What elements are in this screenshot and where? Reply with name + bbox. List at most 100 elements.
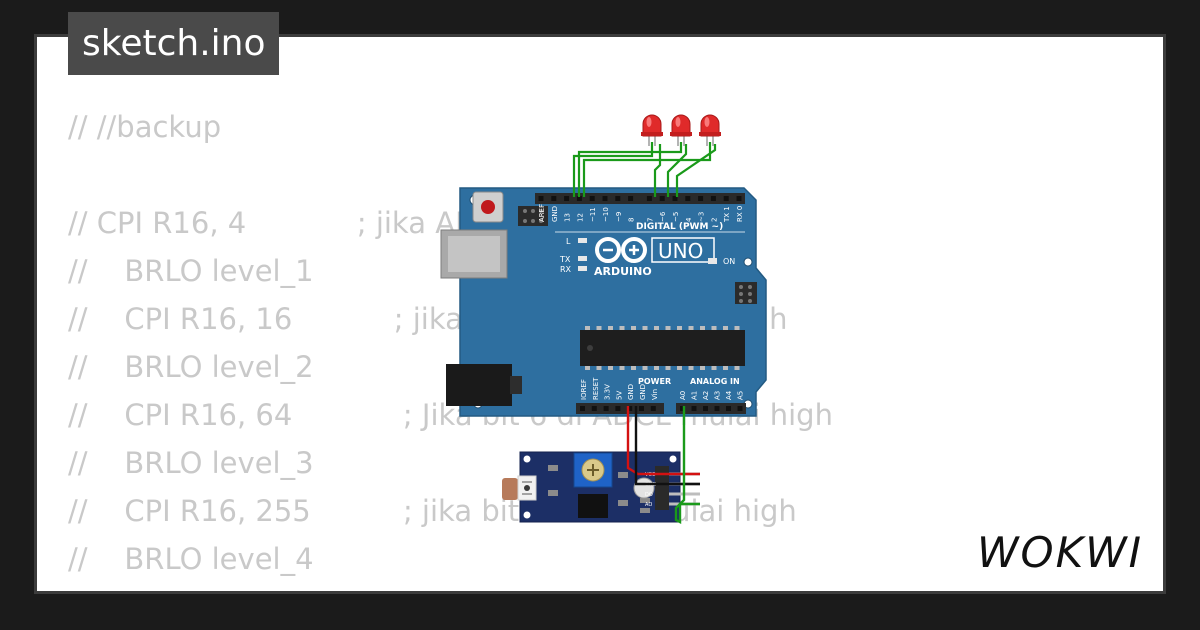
analog-pin-label: A3 bbox=[714, 391, 722, 400]
code-line: // BRLO level_4 bbox=[68, 542, 314, 576]
header-hole bbox=[659, 196, 665, 201]
digital-pin-label: 8 bbox=[628, 218, 636, 222]
digital-pin-label: GND bbox=[551, 206, 559, 222]
led-group bbox=[641, 114, 721, 146]
digital-pin-label: ~5 bbox=[672, 212, 680, 222]
power-jack bbox=[446, 364, 522, 406]
header-hole bbox=[576, 196, 582, 201]
header-hole bbox=[602, 196, 608, 201]
header-hole bbox=[646, 196, 652, 201]
wokwi-wordmark: WOKWI bbox=[977, 528, 1143, 577]
comparator-chip bbox=[578, 494, 608, 518]
analog-header-label: ANALOG IN bbox=[690, 377, 740, 386]
digital-pin-label: 4 bbox=[685, 217, 693, 222]
header-hole bbox=[603, 406, 609, 411]
header-hole bbox=[627, 406, 633, 411]
digital-pin-label: 2 bbox=[710, 218, 718, 222]
power-pin-label: 3.3V bbox=[604, 384, 612, 400]
header-hole bbox=[591, 406, 597, 411]
header-hole bbox=[737, 406, 743, 411]
header-hole bbox=[580, 406, 585, 411]
led-label-rx: RX bbox=[560, 265, 572, 274]
icsp-header-right bbox=[735, 282, 757, 304]
header-hole bbox=[736, 196, 742, 201]
digital-header-label: DIGITAL (PWM ~) bbox=[636, 222, 723, 232]
project-title: sketch.ino bbox=[68, 12, 280, 75]
power-pin-label: 5V bbox=[615, 391, 623, 400]
header-hole bbox=[723, 196, 729, 201]
led-label-on: ON bbox=[723, 257, 735, 266]
header-hole bbox=[564, 196, 570, 201]
header-hole bbox=[615, 406, 621, 411]
analog-pin-label: A2 bbox=[702, 391, 710, 400]
code-line: // CPI R17, 1 ; jika bit 5 di ADCH mulai… bbox=[68, 583, 833, 591]
header-hole bbox=[650, 406, 656, 411]
potentiometer bbox=[573, 452, 613, 488]
digital-pin-label: 12 bbox=[576, 213, 584, 222]
red-led[interactable] bbox=[670, 114, 692, 146]
header-hole bbox=[639, 406, 644, 411]
led-tx bbox=[578, 256, 587, 261]
header-hole bbox=[628, 196, 634, 201]
led-rx bbox=[578, 266, 587, 271]
digital-pin-label: ~10 bbox=[602, 207, 610, 222]
digital-header bbox=[535, 193, 745, 204]
uno-badge bbox=[651, 237, 715, 263]
power-pin-label: GND bbox=[639, 384, 647, 400]
digital-pin-label: ~6 bbox=[659, 211, 667, 222]
green-wires bbox=[572, 142, 717, 197]
power-pin-label: RESET bbox=[592, 377, 600, 400]
photoresistor bbox=[502, 475, 537, 501]
header-hole bbox=[551, 196, 557, 201]
board-name: UNO bbox=[658, 239, 703, 263]
reset-button[interactable] bbox=[472, 191, 504, 223]
code-line: // BRLO level_2 bbox=[68, 350, 314, 384]
analog-pin-label: A4 bbox=[725, 390, 733, 400]
led-l bbox=[578, 238, 587, 243]
power-header-label: POWER bbox=[638, 377, 671, 386]
code-line: // //backup bbox=[68, 110, 222, 144]
red-led[interactable] bbox=[641, 114, 663, 146]
header-hole bbox=[672, 196, 678, 201]
digital-pin-label: ~9 bbox=[615, 212, 623, 222]
header-hole bbox=[726, 406, 731, 411]
header-hole bbox=[680, 406, 685, 411]
atmega-chip bbox=[580, 326, 745, 370]
sensor-wires bbox=[626, 406, 700, 524]
header-hole bbox=[685, 196, 691, 201]
power-pin-label: IOREF bbox=[580, 379, 588, 400]
wokwi-logo: WOKWI bbox=[977, 528, 1143, 577]
analog-pin-label: A5 bbox=[737, 391, 745, 400]
digital-pin-label: RX 0 bbox=[736, 206, 744, 222]
power-pin-label: GND bbox=[627, 384, 635, 400]
header-hole bbox=[538, 196, 544, 201]
digital-pin-label: AREF bbox=[538, 204, 546, 222]
led-on bbox=[708, 258, 717, 264]
digital-pin-label: TX 1 bbox=[723, 206, 731, 223]
board-brand: ARDUINO bbox=[594, 265, 652, 278]
sensor-pin-label: AO bbox=[645, 502, 652, 508]
sensor-pin-label: DO bbox=[645, 492, 653, 498]
header-hole bbox=[589, 196, 595, 201]
analog-header bbox=[676, 403, 746, 414]
code-line: // BRLO level_1 bbox=[68, 254, 314, 288]
led-label-tx: TX bbox=[559, 255, 571, 264]
header-hole bbox=[714, 406, 720, 411]
led-label-l: L bbox=[566, 237, 571, 246]
digital-pin-label: ~3 bbox=[698, 212, 706, 222]
header-hole bbox=[703, 406, 708, 411]
arduino-logo bbox=[595, 237, 647, 263]
usb-connector-inner bbox=[448, 236, 500, 272]
digital-pin-label: 13 bbox=[564, 213, 572, 222]
header-hole bbox=[615, 196, 621, 201]
header-hole bbox=[698, 196, 704, 201]
analog-pin-label: A1 bbox=[691, 391, 699, 400]
red-led[interactable] bbox=[699, 114, 721, 146]
header-hole bbox=[710, 196, 716, 201]
icsp-header-top bbox=[518, 206, 548, 226]
digital-pin-label: ~11 bbox=[589, 207, 597, 222]
sensor-pin-header bbox=[655, 466, 669, 510]
